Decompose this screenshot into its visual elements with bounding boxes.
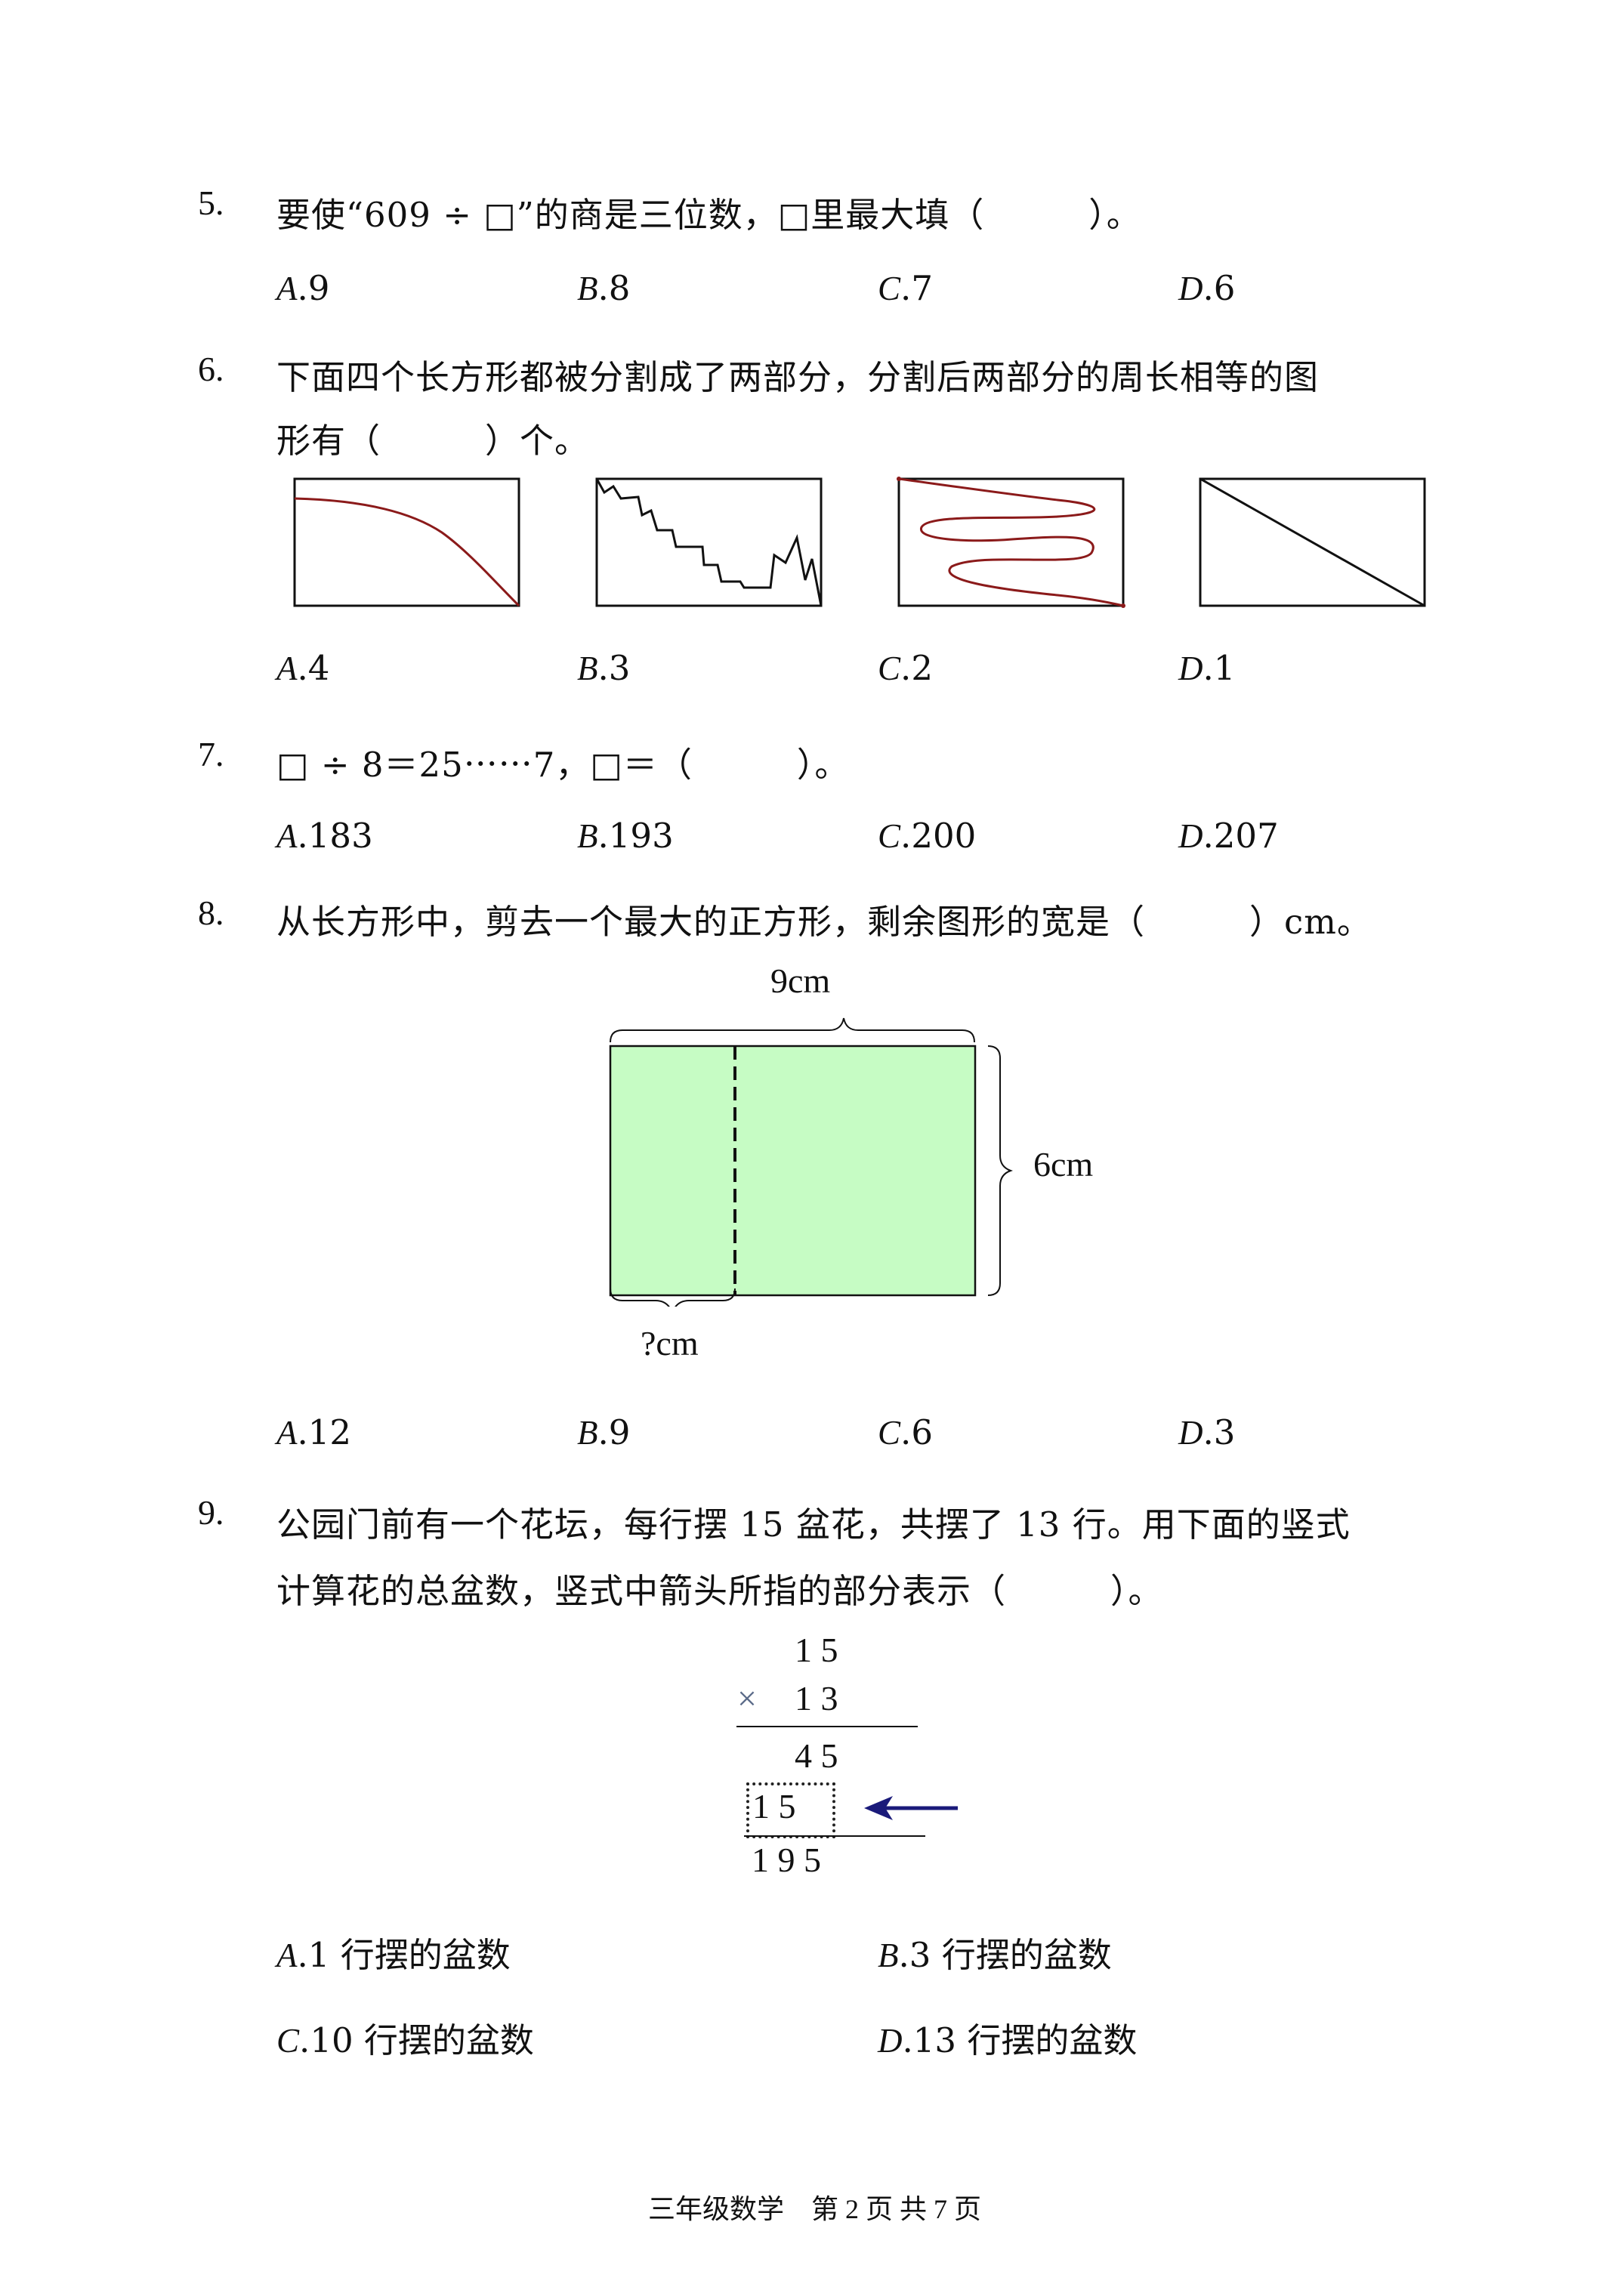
option-letter: C (878, 817, 901, 855)
option-value: .207 (1203, 816, 1279, 856)
partial-product-1: 4 5 (795, 1736, 838, 1775)
option-c[interactable]: C.6 (878, 1412, 933, 1452)
option-letter: D (1178, 650, 1203, 687)
option-value: .1 行摆的盆数 (297, 1935, 511, 1975)
option-c[interactable]: C.200 (878, 816, 976, 856)
option-letter: A (276, 1937, 298, 1974)
option-c[interactable]: C.2 (878, 648, 933, 688)
option-letter: D (1178, 1414, 1203, 1452)
option-value: .193 (597, 816, 674, 856)
width-label: 9cm (770, 961, 831, 1000)
option-value: .3 行摆的盆数 (898, 1935, 1112, 1975)
rectangle-figures (293, 477, 1426, 608)
unknown-width-label: ?cm (641, 1324, 699, 1363)
height-label: 6cm (1033, 1145, 1094, 1184)
option-b[interactable]: B.193 (577, 816, 674, 856)
option-d[interactable]: D.3 (1178, 1412, 1235, 1452)
question-number: 5. (198, 184, 224, 222)
option-value: .3 (597, 648, 631, 688)
figure-c (897, 477, 1125, 608)
option-letter: C (878, 1414, 901, 1452)
final-product: 1 9 5 (752, 1841, 821, 1879)
calc-line-2 (744, 1835, 925, 1837)
option-a[interactable]: A.183 (276, 816, 373, 856)
option-value: .7 (900, 268, 933, 308)
question-number: 7. (198, 735, 224, 773)
question-number: 8. (198, 893, 224, 932)
option-letter: B (878, 1937, 899, 1974)
option-d[interactable]: D.1 (1178, 648, 1235, 688)
option-letter: A (276, 270, 298, 307)
times-sign: × (737, 1679, 757, 1717)
option-value: .3 (1203, 1412, 1236, 1452)
question-number: 6. (198, 350, 224, 388)
option-value: .6 (900, 1412, 933, 1452)
option-letter: C (276, 2022, 300, 2060)
figure-d (1199, 477, 1426, 607)
question-text-line1: 公园门前有一个花坛，每行摆 15 盆花，共摆了 13 行。用下面的竖式 (276, 1504, 1351, 1545)
question-text: 从长方形中，剪去一个最大的正方形，剩余图形的宽是（ ）cm。 (276, 902, 1372, 942)
option-d[interactable]: D.207 (1178, 816, 1279, 856)
option-letter: B (577, 650, 598, 687)
arrow-left-icon (864, 1796, 958, 1820)
option-letter: D (878, 2022, 903, 2060)
option-c[interactable]: C.7 (878, 268, 933, 308)
highlight-box (746, 1782, 835, 1838)
figure-b (595, 477, 823, 607)
option-d[interactable]: D.6 (1178, 268, 1235, 308)
figure-a (293, 477, 520, 607)
option-letter: B (577, 270, 598, 307)
option-value: .12 (297, 1412, 352, 1452)
option-value: .200 (900, 816, 977, 856)
option-b[interactable]: B.3 (577, 648, 630, 688)
rectangle-cut-figure (609, 1017, 1013, 1307)
multiplier: 1 3 (795, 1679, 838, 1717)
option-value: .8 (597, 268, 631, 308)
question-text: □ ÷ 8＝25⋯⋯7，□＝（ ）。 (276, 745, 850, 785)
option-b[interactable]: B.3 行摆的盆数 (878, 1927, 1112, 1977)
question-text-line2: 计算花的总盆数，竖式中箭头所指的部分表示（ ）。 (276, 1571, 1163, 1611)
option-c[interactable]: C.10 行摆的盆数 (276, 2013, 534, 2062)
option-a[interactable]: A.9 (276, 268, 329, 308)
option-letter: C (878, 270, 901, 307)
option-value: .10 行摆的盆数 (299, 2020, 534, 2060)
option-value: .9 (297, 268, 330, 308)
option-value: .6 (1203, 268, 1236, 308)
option-b[interactable]: B.9 (577, 1412, 630, 1452)
question-text-line2: 形有（ ）个。 (276, 421, 590, 461)
option-letter: C (878, 650, 901, 687)
option-a[interactable]: A.1 行摆的盆数 (276, 1927, 511, 1977)
option-value: .2 (900, 648, 933, 688)
option-a[interactable]: A.4 (276, 648, 329, 688)
question-text: 要使“609 ÷ □”的商是三位数，□里最大填（ ）。 (276, 195, 1141, 235)
option-value: .4 (297, 648, 330, 688)
partial-product-2: 1 5 (752, 1787, 796, 1825)
option-letter: A (276, 650, 298, 687)
option-letter: D (1178, 817, 1203, 855)
option-letter: B (577, 817, 598, 855)
option-value: .13 行摆的盆数 (902, 2020, 1138, 2060)
option-value: .183 (297, 816, 373, 856)
option-value: .9 (597, 1412, 631, 1452)
option-b[interactable]: B.8 (577, 268, 630, 308)
page-footer: 三年级数学 第 2 页 共 7 页 (648, 2194, 982, 2224)
question-number: 9. (198, 1493, 224, 1532)
multiplicand: 1 5 (795, 1631, 838, 1669)
option-letter: D (1178, 270, 1203, 307)
option-letter: A (276, 1414, 298, 1452)
option-value: .1 (1203, 648, 1236, 688)
option-a[interactable]: A.12 (276, 1412, 351, 1452)
option-letter: B (577, 1414, 598, 1452)
calc-line-1 (736, 1726, 918, 1727)
option-letter: A (276, 817, 298, 855)
question-text-line1: 下面四个长方形都被分割成了两部分，分割后两部分的周长相等的图 (276, 357, 1320, 397)
option-d[interactable]: D.13 行摆的盆数 (878, 2013, 1137, 2062)
